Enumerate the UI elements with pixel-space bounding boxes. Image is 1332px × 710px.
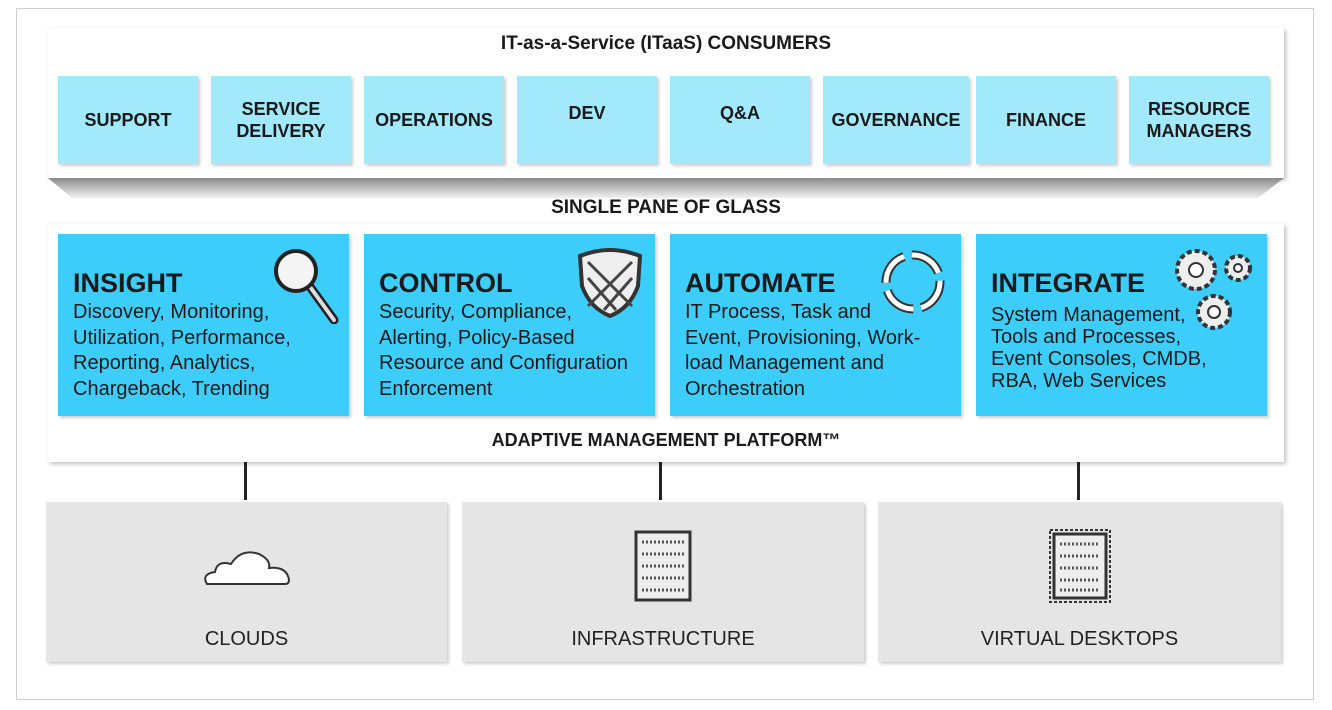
platform-label: ADAPTIVE MANAGEMENT PLATFORM™ bbox=[491, 430, 841, 450]
resource-infrastructure: INFRASTRUCTURE bbox=[462, 502, 864, 662]
consumer-governance: GOVERNANCE bbox=[823, 76, 969, 164]
connector-line bbox=[1077, 462, 1080, 500]
cycle-arrows-icon bbox=[881, 250, 945, 314]
resource-label: CLOUDS bbox=[204, 628, 289, 650]
connector-line bbox=[244, 462, 247, 500]
module-desc: IT Process, Task and Event, Provisioning… bbox=[685, 301, 921, 400]
consumer-dev: DEV bbox=[517, 76, 657, 164]
module-insight: INSIGHT Discovery, Monitoring, Utilizati… bbox=[58, 234, 349, 416]
cloud-icon bbox=[203, 551, 290, 585]
module-title: INSIGHT bbox=[73, 268, 183, 298]
module-control: CONTROL Security, Compliance, Alerting, … bbox=[364, 234, 655, 416]
resource-clouds: CLOUDS bbox=[46, 502, 447, 662]
module-title: INTEGRATE bbox=[991, 268, 1145, 298]
virtual-server-icon bbox=[1048, 529, 1111, 603]
consumer-resource-managers: RESOURCE MANAGERS bbox=[1129, 76, 1269, 164]
consumer-support: SUPPORT bbox=[58, 76, 198, 164]
consumer-finance: FINANCE bbox=[976, 76, 1116, 164]
module-desc: Security, Compliance, Alerting, Policy-B… bbox=[379, 301, 629, 400]
consumer-qa: Q&A bbox=[670, 76, 810, 164]
module-integrate: INTEGRATE System Management, Tools and P… bbox=[976, 234, 1267, 416]
magnifier-icon bbox=[274, 249, 339, 324]
pane-glass-band bbox=[48, 178, 1284, 198]
resource-label: INFRASTRUCTURE bbox=[571, 628, 755, 650]
consumer-service-delivery: SERVICE DELIVERY bbox=[211, 76, 351, 164]
gears-icon bbox=[1175, 249, 1252, 330]
consumers-title: IT-as-a-Service (ITaaS) CONSUMERS bbox=[500, 33, 832, 54]
shield-icon bbox=[577, 248, 643, 318]
module-title: AUTOMATE bbox=[685, 268, 836, 298]
module-title: CONTROL bbox=[379, 268, 513, 298]
connector-line bbox=[659, 462, 662, 500]
diagram-frame bbox=[16, 8, 1314, 700]
module-desc: Discovery, Monitoring, Utilization, Perf… bbox=[73, 301, 291, 400]
module-desc: System Management, Tools and Processes, … bbox=[991, 304, 1207, 392]
module-automate: AUTOMATE IT Process, Task and Event, Pro… bbox=[670, 234, 961, 416]
consumer-operations: OPERATIONS bbox=[364, 76, 504, 164]
resource-label: VIRTUAL DESKTOPS bbox=[980, 628, 1179, 650]
server-icon bbox=[634, 530, 692, 602]
single-pane-label: SINGLE PANE OF GLASS bbox=[551, 197, 781, 218]
resource-virtual-desktops: VIRTUAL DESKTOPS bbox=[878, 502, 1281, 662]
